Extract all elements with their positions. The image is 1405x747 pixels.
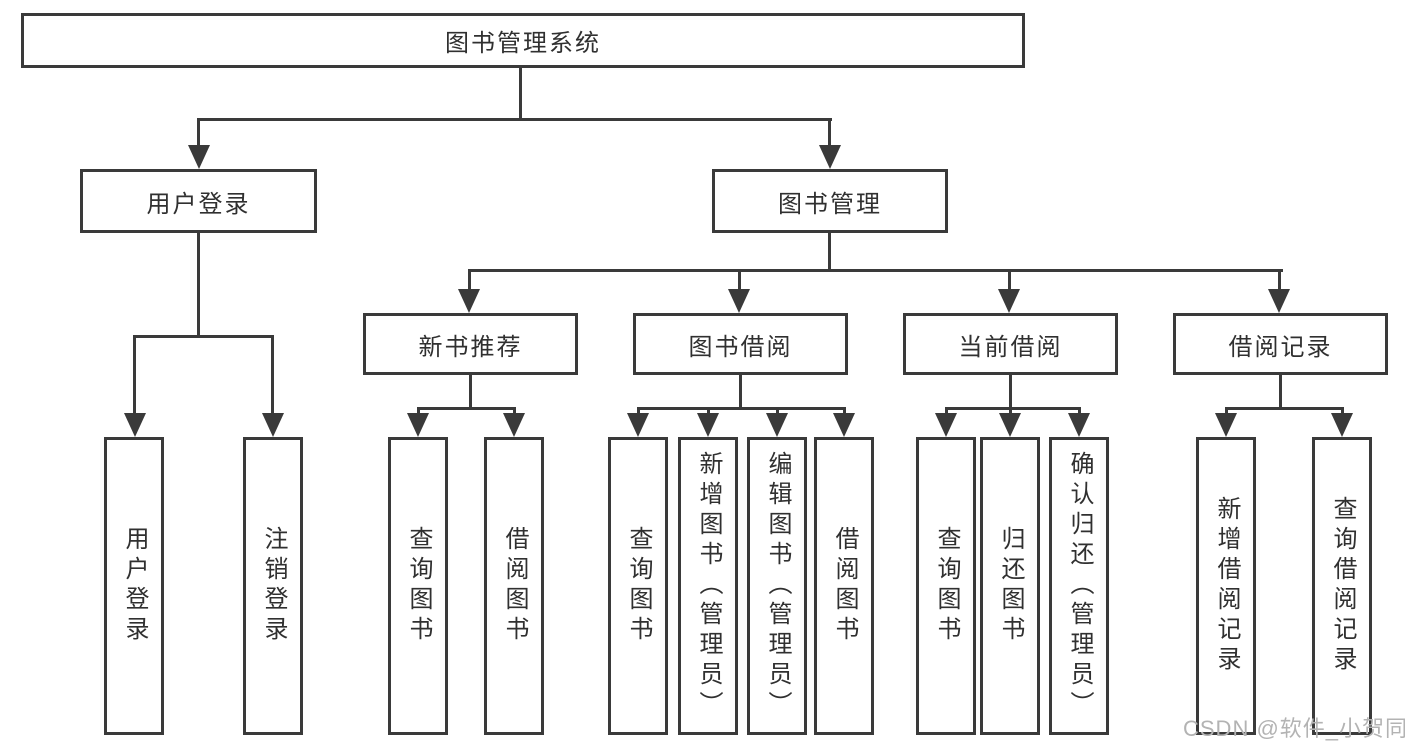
arrow-head bbox=[1268, 289, 1290, 313]
node-query-books-recommend: 查询图书 bbox=[388, 437, 448, 735]
connector-line bbox=[1225, 407, 1343, 410]
node-query-books-borrowing-label: 查询图书 bbox=[625, 526, 652, 646]
arrow-head bbox=[1068, 413, 1090, 437]
node-borrow-books-borrowing: 借阅图书 bbox=[814, 437, 874, 735]
arrow-head bbox=[407, 413, 429, 437]
node-return-book-label: 归还图书 bbox=[997, 526, 1024, 646]
arrow-head bbox=[999, 413, 1021, 437]
arrow-head bbox=[627, 413, 649, 437]
node-borrow-books-recommend-label: 借阅图书 bbox=[501, 526, 528, 646]
arrow-head bbox=[728, 289, 750, 313]
connector-line bbox=[707, 407, 710, 417]
node-query-books-recommend-label: 查询图书 bbox=[405, 526, 432, 646]
node-query-books-current-label: 查询图书 bbox=[933, 526, 960, 646]
connector-line bbox=[133, 335, 274, 338]
connector-line bbox=[468, 269, 1283, 272]
node-confirm-return-admin: 确认归还（管理员） bbox=[1049, 437, 1109, 735]
node-new-book-recommend: 新书推荐 bbox=[363, 313, 578, 375]
node-query-books-borrowing: 查询图书 bbox=[608, 437, 668, 735]
node-query-borrow-record: 查询借阅记录 bbox=[1312, 437, 1372, 735]
connector-line bbox=[637, 407, 845, 410]
node-user-login-action: 用户登录 bbox=[104, 437, 164, 735]
connector-line bbox=[513, 407, 516, 417]
connector-line bbox=[828, 118, 831, 150]
connector-line bbox=[519, 68, 522, 118]
node-logout-action-label: 注销登录 bbox=[260, 526, 287, 646]
node-borrow-books-recommend: 借阅图书 bbox=[484, 437, 544, 735]
connector-line bbox=[1009, 407, 1012, 417]
connector-line bbox=[637, 407, 640, 417]
node-book-management: 图书管理 bbox=[712, 169, 948, 233]
node-new-book-recommend-label: 新书推荐 bbox=[418, 333, 523, 361]
connector-line bbox=[776, 407, 779, 417]
arrow-head bbox=[935, 413, 957, 437]
connector-line bbox=[945, 407, 1080, 410]
connector-line bbox=[738, 269, 741, 291]
connector-line bbox=[1341, 407, 1344, 417]
connector-line bbox=[843, 407, 846, 417]
node-book-borrowing-label: 图书借阅 bbox=[688, 333, 793, 361]
connector-line bbox=[197, 118, 832, 121]
connector-line bbox=[417, 407, 516, 410]
arrow-head bbox=[124, 413, 146, 437]
connector-line bbox=[1278, 269, 1281, 291]
connector-line bbox=[828, 233, 831, 269]
arrow-head bbox=[1215, 413, 1237, 437]
node-library-system-label: 图书管理系统 bbox=[445, 30, 601, 57]
arrow-head bbox=[458, 289, 480, 313]
node-add-borrow-record: 新增借阅记录 bbox=[1196, 437, 1256, 735]
node-edit-book-admin-label: 编辑图书（管理员） bbox=[764, 451, 791, 721]
node-query-books-current: 查询图书 bbox=[916, 437, 976, 735]
node-library-system: 图书管理系统 bbox=[21, 13, 1025, 68]
connector-line bbox=[1009, 375, 1012, 407]
node-query-borrow-record-label: 查询借阅记录 bbox=[1329, 496, 1356, 676]
arrow-head bbox=[503, 413, 525, 437]
arrow-head bbox=[188, 145, 210, 169]
node-edit-book-admin: 编辑图书（管理员） bbox=[747, 437, 807, 735]
connector-line bbox=[739, 375, 742, 407]
arrow-head bbox=[819, 145, 841, 169]
connector-line bbox=[468, 269, 471, 291]
node-add-book-admin: 新增图书（管理员） bbox=[678, 437, 738, 735]
node-book-borrowing: 图书借阅 bbox=[633, 313, 848, 375]
connector-line bbox=[945, 407, 948, 417]
connector-line bbox=[1078, 407, 1081, 417]
connector-line bbox=[1279, 375, 1282, 407]
watermark-text: CSDN @软件_小贺同学 bbox=[1183, 716, 1405, 741]
node-confirm-return-admin-label: 确认归还（管理员） bbox=[1066, 451, 1093, 721]
node-book-management-label: 图书管理 bbox=[778, 190, 882, 218]
node-borrowing-records-label: 借阅记录 bbox=[1228, 333, 1333, 361]
node-current-borrowing: 当前借阅 bbox=[903, 313, 1118, 375]
connector-line bbox=[469, 375, 472, 407]
connector-line bbox=[1225, 407, 1228, 417]
connector-line bbox=[417, 407, 420, 417]
node-logout-action: 注销登录 bbox=[243, 437, 303, 735]
arrow-head bbox=[766, 413, 788, 437]
node-return-book: 归还图书 bbox=[980, 437, 1040, 735]
arrow-head bbox=[262, 413, 284, 437]
node-borrow-books-borrowing-label: 借阅图书 bbox=[831, 526, 858, 646]
node-user-login-label: 用户登录 bbox=[146, 190, 251, 218]
connector-line bbox=[133, 335, 136, 415]
node-user-login: 用户登录 bbox=[80, 169, 317, 233]
connector-line bbox=[197, 118, 200, 150]
arrow-head bbox=[697, 413, 719, 437]
node-user-login-action-label: 用户登录 bbox=[121, 526, 148, 646]
connector-line bbox=[197, 233, 200, 335]
connector-line bbox=[271, 335, 274, 415]
node-add-book-admin-label: 新增图书（管理员） bbox=[695, 451, 722, 721]
node-add-borrow-record-label: 新增借阅记录 bbox=[1213, 496, 1240, 676]
arrow-head bbox=[833, 413, 855, 437]
node-current-borrowing-label: 当前借阅 bbox=[958, 333, 1063, 361]
arrow-head bbox=[1331, 413, 1353, 437]
connector-line bbox=[1008, 269, 1011, 291]
node-borrowing-records: 借阅记录 bbox=[1173, 313, 1388, 375]
arrow-head bbox=[998, 289, 1020, 313]
